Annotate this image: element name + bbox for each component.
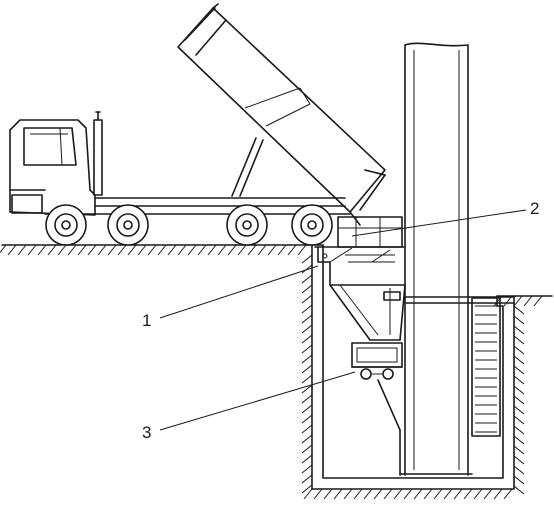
vertical-column <box>399 42 473 476</box>
crusher-unit <box>351 342 403 476</box>
callout-label-3: 3 <box>142 423 152 442</box>
ladder <box>471 297 501 437</box>
connecting-beam <box>404 296 515 304</box>
pit-walls <box>301 244 525 500</box>
leader-3 <box>159 371 356 431</box>
ground-surface <box>0 244 553 307</box>
feeder-bin <box>317 247 406 341</box>
callout-label-2: 2 <box>530 199 540 218</box>
leader-2 <box>351 209 527 237</box>
dump-truck <box>9 3 386 246</box>
callout-label-1: 1 <box>142 311 152 330</box>
leader-1 <box>159 265 319 319</box>
